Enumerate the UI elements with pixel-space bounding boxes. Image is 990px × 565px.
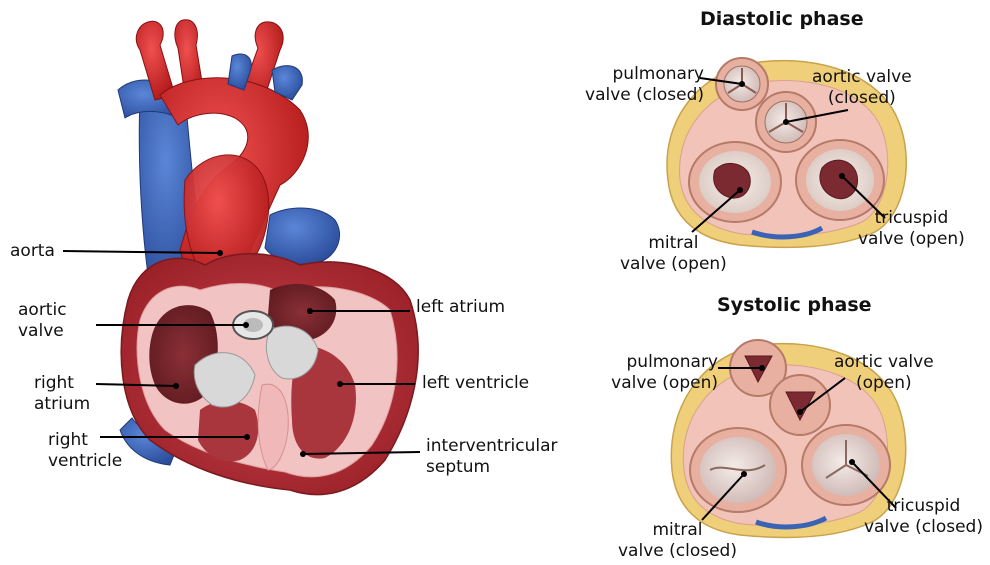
dot-d-tricuspid [839, 173, 845, 179]
label-d-pulmonary: pulmonary valve (closed) [585, 64, 704, 106]
label-s-tricuspid-line2: valve (closed) [864, 517, 983, 538]
label-septum: interventricular septum [426, 436, 558, 478]
dot-d-pulmonary [739, 81, 745, 87]
label-s-aortic: aortic valve (open) [834, 352, 934, 394]
dot-s-mitral [741, 471, 747, 477]
dot-s-pulmonary [759, 365, 765, 371]
label-left-atrium: left atrium [416, 297, 505, 318]
dot-septum [300, 451, 306, 457]
label-right-atrium-line2: atrium [34, 394, 90, 415]
label-s-tricuspid: tricuspid valve (closed) [864, 496, 983, 538]
systolic-title: Systolic phase [717, 294, 872, 316]
label-septum-line1: interventricular [426, 436, 558, 457]
label-d-mitral-line1: mitral [620, 233, 727, 254]
label-d-tricuspid-line1: tricuspid [858, 208, 965, 229]
label-s-pulmonary-line2: valve (open) [611, 373, 718, 394]
label-aortic-valve: aortic valve [18, 300, 67, 342]
label-aortic-valve-line1: aortic [18, 300, 67, 321]
label-d-pulmonary-line1: pulmonary [585, 64, 704, 85]
label-s-pulmonary: pulmonary valve (open) [611, 352, 718, 394]
dot-s-aortic [797, 409, 803, 415]
dot-aorta [217, 250, 223, 256]
label-s-aortic-line1: aortic valve [834, 352, 934, 373]
dot-right-atrium [173, 383, 179, 389]
label-d-mitral: mitral valve (open) [620, 233, 727, 275]
label-s-tricuspid-line1: tricuspid [864, 496, 983, 517]
label-s-mitral-line2: valve (closed) [618, 541, 737, 562]
label-d-tricuspid: tricuspid valve (open) [858, 208, 965, 250]
dot-right-ventricle [244, 434, 250, 440]
label-right-ventricle: right ventricle [48, 430, 122, 472]
label-right-ventricle-line1: right [48, 430, 122, 451]
label-d-aortic-line2: (closed) [812, 88, 912, 109]
dot-s-tricuspid [849, 459, 855, 465]
label-s-mitral: mitral valve (closed) [618, 520, 737, 562]
label-right-ventricle-line2: ventricle [48, 451, 122, 472]
heart-illustration [118, 20, 418, 495]
dot-d-mitral [737, 187, 743, 193]
diastolic-title: Diastolic phase [700, 8, 864, 30]
label-aorta: aorta [10, 241, 55, 262]
label-right-atrium-line1: right [34, 373, 90, 394]
label-d-pulmonary-line2: valve (closed) [585, 85, 704, 106]
label-d-aortic: aortic valve (closed) [812, 67, 912, 109]
label-d-aortic-line1: aortic valve [812, 67, 912, 88]
dot-d-aortic [783, 119, 789, 125]
label-s-pulmonary-line1: pulmonary [611, 352, 718, 373]
dot-aortic-valve [243, 322, 249, 328]
label-s-aortic-line2: (open) [834, 373, 934, 394]
label-left-ventricle: left ventricle [422, 373, 529, 394]
label-septum-line2: septum [426, 457, 558, 478]
label-d-mitral-line2: valve (open) [620, 254, 727, 275]
dot-left-atrium [307, 308, 313, 314]
label-s-mitral-line1: mitral [618, 520, 737, 541]
dot-left-ventricle [337, 381, 343, 387]
label-aortic-valve-line2: valve [18, 321, 67, 342]
label-d-tricuspid-line2: valve (open) [858, 229, 965, 250]
label-right-atrium: right atrium [34, 373, 90, 415]
